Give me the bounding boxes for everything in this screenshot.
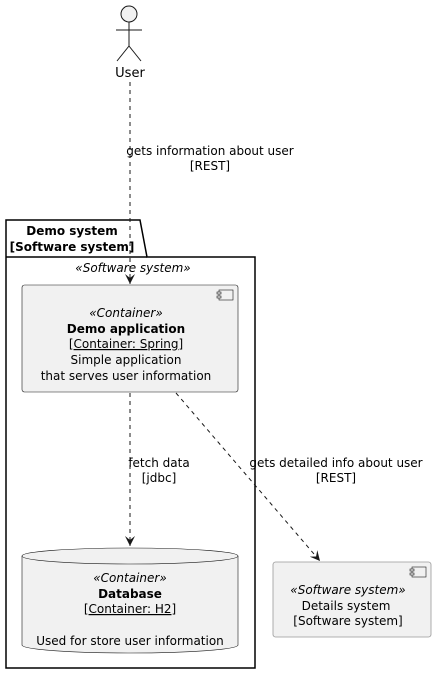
database-cylinder	[21, 556, 239, 654]
app-stereotype: «Container»	[89, 306, 162, 320]
package-subtitle: [Software system]	[10, 240, 135, 254]
user-actor[interactable]: User	[115, 5, 145, 81]
package-stereotype: «Software system»	[75, 261, 190, 275]
relation-protocol: [REST]	[190, 159, 230, 173]
external-box	[272, 561, 432, 638]
actor-left-leg	[116, 45, 130, 62]
relation-label: fetch data	[128, 456, 189, 470]
db-stereotype: «Container»	[93, 571, 166, 585]
app-desc-line1: Simple application	[71, 353, 182, 367]
db-desc-line1: Used for store user information	[36, 634, 224, 648]
external-name: Details system	[302, 599, 391, 613]
container-app-box	[21, 284, 239, 393]
relation-app-to-external[interactable]: gets detailed info about user [REST]	[175, 392, 423, 562]
relation-label: gets information about user	[126, 144, 294, 158]
container-demo-application[interactable]: «Container» Demo application [Container:…	[21, 284, 239, 393]
db-name: Database	[98, 587, 162, 601]
app-desc-line2: that serves user information	[41, 369, 212, 383]
package-title: Demo system	[26, 224, 118, 238]
app-tech: [Container: Spring]	[69, 337, 183, 351]
component-icon	[216, 289, 234, 301]
component-icon	[409, 566, 427, 578]
external-details-system[interactable]: «Software system» Details system [Softwa…	[272, 561, 432, 638]
actor-label: User	[115, 66, 145, 81]
relation-label: gets detailed info about user	[249, 456, 422, 470]
db-tech: [Container: H2]	[84, 602, 176, 616]
actor-head	[120, 5, 138, 23]
relation-protocol: [REST]	[316, 471, 356, 485]
container-database[interactable]: «Container» Database [Container: H2] Use…	[21, 547, 239, 654]
actor-right-leg	[128, 45, 142, 62]
app-name: Demo application	[67, 322, 185, 336]
relation-protocol: [jdbc]	[142, 471, 177, 485]
database-top	[21, 547, 239, 565]
relation-app-to-db[interactable]: fetch data [jdbc]	[125, 393, 190, 546]
relation-user-to-app[interactable]: gets information about user [REST]	[125, 82, 294, 284]
external-stereotype: «Software system»	[290, 583, 405, 597]
external-kind: [Software system]	[293, 614, 402, 628]
relation-line	[175, 392, 321, 562]
